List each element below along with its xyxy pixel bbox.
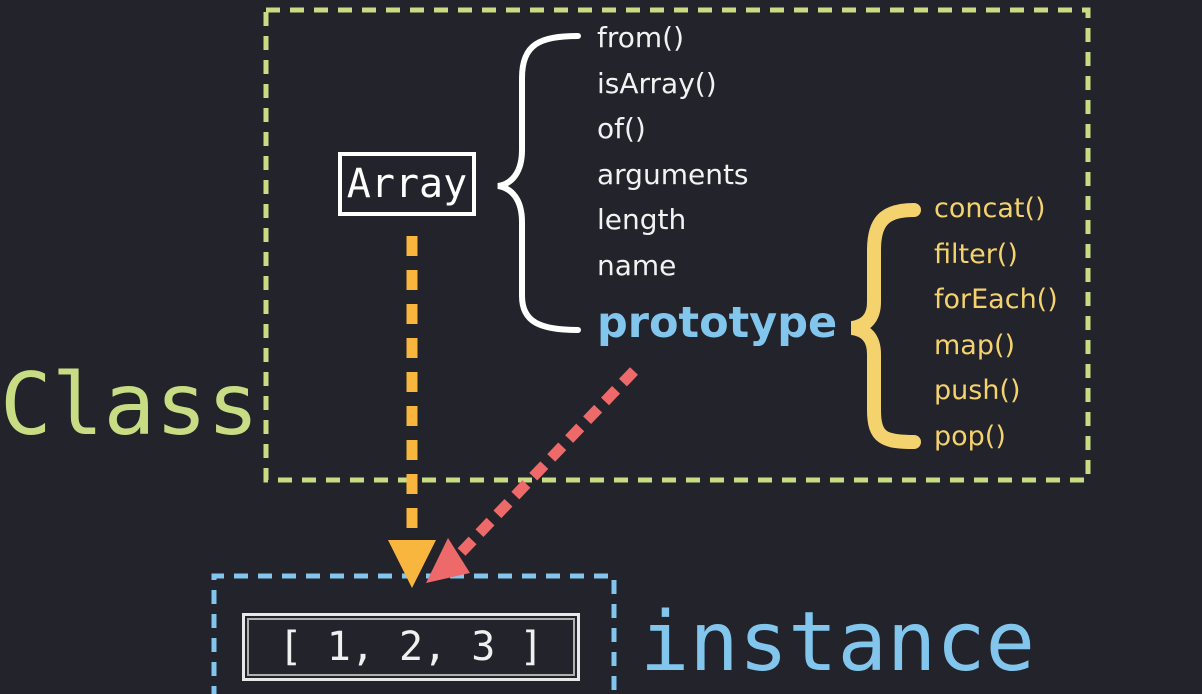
instantiation-arrow-head xyxy=(388,540,436,588)
array-class-name: Array xyxy=(346,161,468,207)
prototype-methods-list: concat() filter() forEach() map() push()… xyxy=(934,192,1058,465)
static-member: name xyxy=(597,248,677,282)
prototype-method: forEach() xyxy=(934,284,1058,315)
prototype-arrow-shaft xyxy=(448,367,638,566)
static-member: isArray() xyxy=(597,66,717,100)
prototype-label: prototype xyxy=(597,298,838,348)
prototype-method: filter() xyxy=(934,238,1018,270)
instance-label: instance xyxy=(640,595,1035,690)
prototype-methods-brace xyxy=(850,203,921,449)
static-member: arguments xyxy=(597,157,749,191)
static-members-list: from() isArray() of() arguments length n… xyxy=(597,20,749,293)
class-boundary xyxy=(263,7,1091,483)
static-member: length xyxy=(597,203,687,236)
static-member: of() xyxy=(597,112,646,145)
prototype-method: map() xyxy=(934,329,1016,361)
instance-value-box: [ 1, 2, 3 ] xyxy=(242,613,580,681)
prototype-arrow-head xyxy=(426,538,470,583)
prototype-method: pop() xyxy=(934,420,1006,452)
prototype-method: concat() xyxy=(934,193,1046,224)
static-member: from() xyxy=(597,21,685,54)
prototype-method: push() xyxy=(934,375,1021,406)
static-members-brace xyxy=(497,33,581,333)
array-class-box: Array xyxy=(338,152,476,216)
instance-value: [ 1, 2, 3 ] xyxy=(278,624,544,670)
class-label: Class xyxy=(0,355,259,455)
